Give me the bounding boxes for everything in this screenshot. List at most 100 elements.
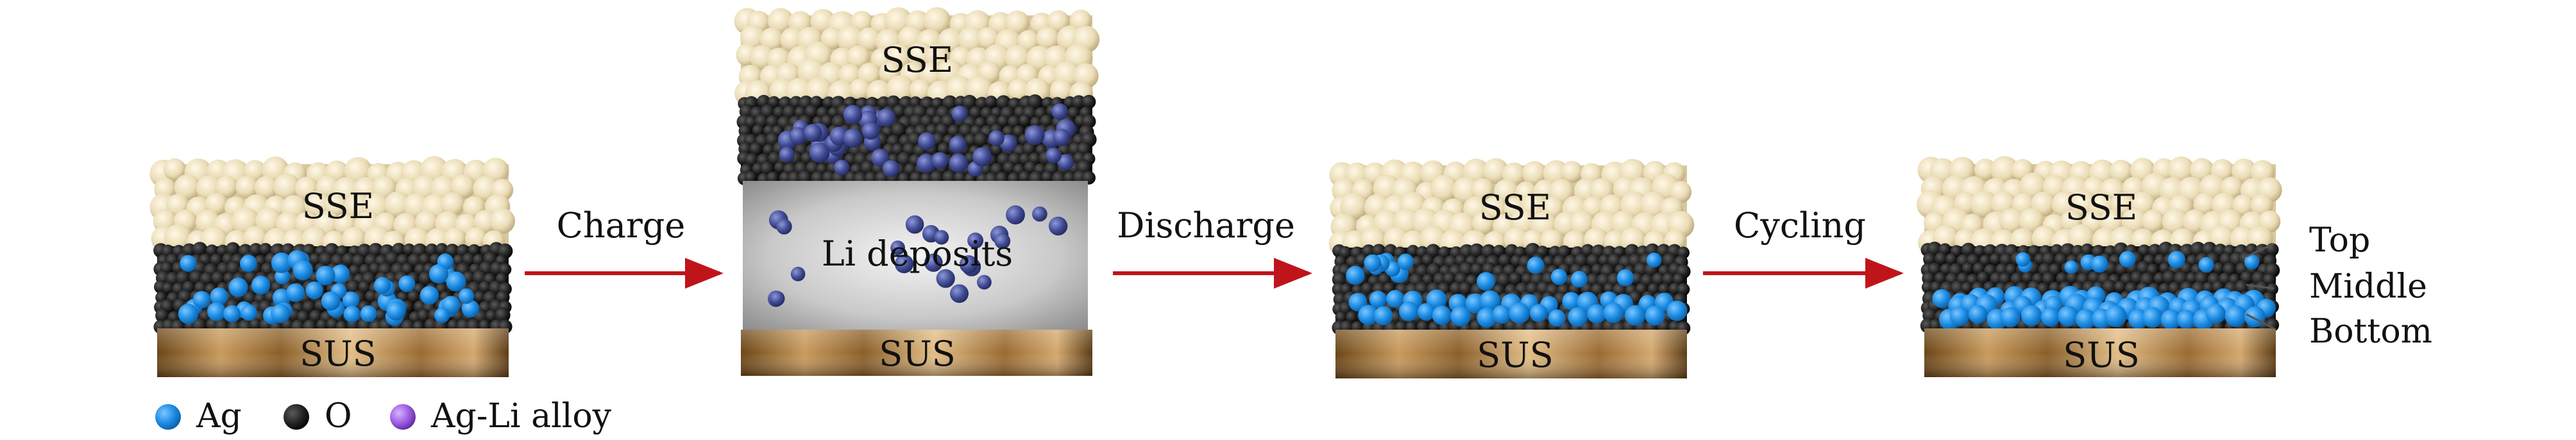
sse-particle: [273, 173, 300, 200]
sse-particle: [923, 7, 951, 35]
li-particle: [804, 124, 822, 142]
sse-particle: [2232, 158, 2257, 183]
oxide-particle: [1496, 273, 1513, 288]
oxide-particle: [1974, 245, 1987, 258]
li-deposits-label: Li deposits: [822, 233, 1013, 274]
ag-particle: [1603, 303, 1624, 323]
sse-particle: [1340, 192, 1368, 221]
ag-particle: [292, 260, 313, 281]
ag-particle: [446, 271, 466, 292]
sse-particle: [1974, 158, 1997, 181]
sse-particle: [465, 227, 487, 250]
panel-discharged: SSE SUS: [1328, 158, 1695, 378]
ag-particle: [1568, 307, 1588, 327]
oxide-particle: [1003, 161, 1017, 175]
callout-top: Top: [2309, 221, 2370, 260]
li-particle: [843, 105, 863, 124]
ag-particle: [428, 264, 449, 283]
sse-particle: [243, 226, 268, 250]
sse-particle: [1471, 212, 1495, 235]
oxide-particle: [259, 242, 272, 256]
sse-particle: [1049, 79, 1073, 102]
sse-label: SSE: [1479, 187, 1551, 228]
sse-particle: [849, 78, 871, 101]
oxide-particle: [2114, 280, 2127, 294]
sse-particle: [255, 207, 282, 235]
ag-particle: [1509, 303, 1530, 324]
oxide-particle: [462, 252, 476, 266]
sse-particle: [1483, 158, 1509, 184]
oxide-layer: [1332, 242, 1691, 336]
oxide-particle: [1672, 273, 1686, 286]
li-particle: [1032, 206, 1047, 222]
ag-particle: [434, 307, 450, 323]
oxide-particle: [1041, 171, 1055, 183]
ag-particle: [2021, 305, 2042, 326]
ag-particle: [398, 275, 416, 292]
sus-substrate: [1335, 330, 1687, 378]
ag-particle: [1450, 306, 1471, 326]
oxide-particle: [1346, 310, 1358, 323]
sse-particle: [2162, 208, 2189, 235]
ag-particle: [1369, 291, 1387, 309]
ag-particle: [1646, 252, 1662, 268]
panel-cycled: SSE SUS: [1917, 156, 2282, 377]
li-particle: [1051, 103, 1069, 120]
sse-particle: [2031, 225, 2058, 251]
li-particle: [779, 146, 795, 163]
ag-particle: [316, 266, 335, 285]
oxide-particle: [249, 318, 262, 331]
sse-particle: [1970, 190, 1998, 219]
ag-particle: [1480, 290, 1501, 311]
sse-particle: [958, 26, 985, 53]
sus-label: SUS: [879, 334, 956, 374]
oxide-particle: [1976, 271, 1990, 285]
ag-particle: [240, 255, 257, 272]
sse-particle: [2193, 192, 2216, 216]
ag-particle: [241, 304, 258, 321]
sse-particle: [215, 175, 238, 199]
sse-particle: [2167, 156, 2194, 183]
oxide-particle: [1335, 311, 1348, 323]
ag-particle: [271, 303, 291, 323]
li-particle: [977, 275, 992, 290]
li-particle: [934, 230, 949, 245]
oxide-particle: [1999, 272, 2012, 285]
sse-particle: [1008, 78, 1031, 101]
ag-particle: [330, 264, 350, 283]
sse-particle: [2209, 224, 2235, 251]
ag-particle: [2160, 309, 2182, 330]
ag-particle: [2142, 307, 2164, 328]
oxide-particle: [745, 171, 758, 184]
arrow-label-charge: Charge: [557, 205, 686, 246]
oxide-particle: [1662, 273, 1676, 286]
li-particle: [769, 291, 785, 307]
oxide-particle: [425, 243, 439, 257]
oxide-particle: [1677, 283, 1690, 296]
li-particle: [967, 232, 984, 249]
sus-substrate: [1924, 328, 2276, 377]
sse-particle: [2141, 209, 2165, 233]
arrow-cycling: Cycling: [1703, 205, 1904, 289]
ag-particle: [1666, 300, 1688, 321]
oxide-particle: [1945, 253, 1958, 266]
sse-particle: [443, 228, 466, 250]
ag-particle: [272, 289, 291, 307]
oxide-particle: [985, 96, 997, 108]
sse-particle: [341, 226, 366, 251]
oxide-particle: [473, 291, 486, 303]
sse-particle: [254, 176, 278, 199]
ag-particle: [2075, 309, 2096, 330]
oxide-particle: [403, 243, 416, 256]
ag-particle: [2205, 303, 2226, 324]
ag-particle: [1527, 257, 1545, 274]
li-particle: [1024, 125, 1045, 146]
oxide-particle: [892, 104, 907, 119]
oxide-particle: [1534, 318, 1550, 334]
li-particle: [1006, 205, 1025, 224]
sse-particle: [1004, 10, 1030, 35]
sse-particle: [1561, 160, 1583, 183]
ag-particle: [2058, 305, 2079, 327]
oxide-particle: [1027, 94, 1043, 110]
